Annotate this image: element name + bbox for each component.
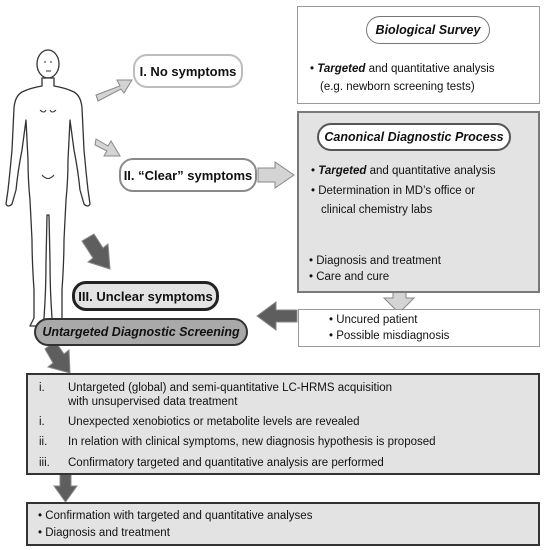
step-2-num: i. bbox=[39, 416, 45, 428]
uncured-line-1-text: Uncured patient bbox=[336, 314, 418, 326]
canonical-line-2a: Determination in MD’s office or bbox=[311, 185, 475, 197]
arrow-to-clear-symptoms bbox=[94, 138, 121, 157]
biological-survey-line-2: (e.g. newborn screening tests) bbox=[320, 81, 475, 93]
biological-survey-line-2-text: (e.g. newborn screening tests) bbox=[320, 81, 475, 93]
canonical-line-1: Targeted and quantitative analysis bbox=[311, 165, 496, 177]
node-untargeted-screening-label: Untargeted Diagnostic Screening bbox=[42, 325, 240, 339]
arrow-to-no-symptoms bbox=[95, 79, 133, 102]
arrow-to-unclear bbox=[81, 233, 111, 270]
uncured-line-2-text: Possible misdiagnosis bbox=[336, 330, 450, 342]
biological-survey-line-1-rest: and quantitative analysis bbox=[365, 63, 495, 75]
canonical-line-3-text: Diagnosis and treatment bbox=[316, 255, 441, 267]
uncured-box: Uncured patient Possible misdiagnosis bbox=[298, 309, 540, 347]
arrow-to-canonical bbox=[257, 161, 295, 189]
final-line-1: Confirmation with targeted and quantitat… bbox=[38, 510, 312, 522]
canonical-line-4-text: Care and cure bbox=[316, 271, 390, 283]
final-line-1-text: Confirmation with targeted and quantitat… bbox=[45, 510, 313, 522]
canonical-process-box: Canonical Diagnostic Process Targeted an… bbox=[297, 111, 540, 293]
canonical-emph: Targeted bbox=[318, 165, 367, 177]
biological-survey-emph: Targeted bbox=[317, 63, 366, 75]
final-confirmation-box: Confirmation with targeted and quantitat… bbox=[26, 502, 540, 546]
canonical-line-2b: clinical chemistry labs bbox=[321, 204, 432, 216]
step-1-text-a: Untargeted (global) and semi-quantitativ… bbox=[68, 382, 393, 394]
final-line-2-text: Diagnosis and treatment bbox=[45, 527, 170, 539]
node-clear-symptoms-label: II. “Clear” symptoms bbox=[123, 167, 253, 183]
step-3-num: ii. bbox=[39, 436, 48, 448]
node-no-symptoms: I. No symptoms bbox=[133, 54, 243, 88]
canonical-line-3: Diagnosis and treatment bbox=[309, 255, 441, 267]
node-unclear-symptoms: III. Unclear symptoms bbox=[72, 281, 219, 311]
final-line-2: Diagnosis and treatment bbox=[38, 527, 170, 539]
screening-steps-box: i. Untargeted (global) and semi-quantita… bbox=[26, 373, 540, 475]
biological-survey-line-1: Targeted and quantitative analysis bbox=[310, 63, 495, 75]
biological-survey-title: Biological Survey bbox=[366, 16, 490, 44]
biological-survey-title-text: Biological Survey bbox=[375, 23, 481, 37]
canonical-line-2b-text: clinical chemistry labs bbox=[321, 204, 433, 216]
step-1-text-b: with unsupervised data treatment bbox=[68, 396, 238, 408]
step-4-text: Confirmatory targeted and quantitative a… bbox=[68, 457, 384, 469]
canonical-line-2a-text: Determination in MD’s office or bbox=[318, 185, 476, 197]
step-1-num: i. bbox=[39, 382, 45, 394]
canonical-process-title: Canonical Diagnostic Process bbox=[317, 123, 511, 151]
step-4-num: iii. bbox=[39, 457, 50, 469]
step-2-text: Unexpected xenobiotics or metabolite lev… bbox=[68, 416, 360, 428]
step-3-text: In relation with clinical symptoms, new … bbox=[68, 436, 436, 448]
canonical-line-4: Care and cure bbox=[309, 271, 389, 283]
node-untargeted-screening: Untargeted Diagnostic Screening bbox=[34, 318, 248, 346]
arrow-from-uncured bbox=[256, 301, 298, 331]
uncured-line-2: Possible misdiagnosis bbox=[329, 330, 449, 342]
canonical-process-title-text: Canonical Diagnostic Process bbox=[324, 130, 504, 144]
arrow-to-final bbox=[53, 472, 78, 503]
node-clear-symptoms: II. “Clear” symptoms bbox=[119, 158, 257, 192]
node-no-symptoms-label: I. No symptoms bbox=[139, 63, 237, 79]
uncured-line-1: Uncured patient bbox=[329, 314, 417, 326]
canonical-line-1-rest: and quantitative analysis bbox=[366, 165, 496, 177]
node-unclear-symptoms-label: III. Unclear symptoms bbox=[78, 288, 213, 304]
biological-survey-box: Biological Survey Targeted and quantitat… bbox=[297, 6, 540, 104]
